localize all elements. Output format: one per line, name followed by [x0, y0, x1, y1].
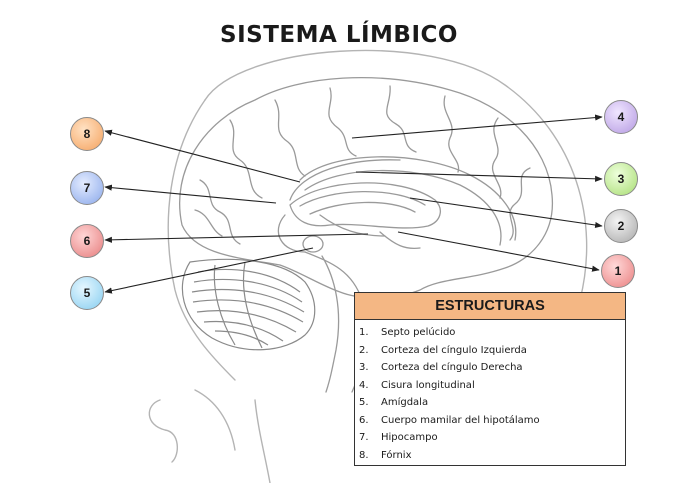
- marker-3: 3: [604, 162, 638, 196]
- legend-item-label: Corteza del cíngulo Izquierda: [381, 344, 527, 356]
- legend-item-number: 3.: [359, 362, 369, 373]
- diagram-title: SISTEMA LÍMBICO: [220, 22, 458, 48]
- legend-item-label: Cuerpo mamilar del hipotálamo: [381, 414, 540, 426]
- cerebellum: [181, 258, 316, 351]
- structures-legend: ESTRUCTURAS 1. Septo pelúcido 2. Corteza d…: [354, 292, 626, 466]
- legend-item: 2. Corteza del cíngulo Izquierda: [359, 342, 625, 360]
- leader-line-6: [104, 233, 369, 243]
- legend-item-label: Fórnix: [381, 449, 412, 461]
- legend-item-number: 8.: [359, 449, 369, 461]
- marker-6: 6: [70, 224, 104, 258]
- legend-item-number: 1.: [359, 327, 369, 338]
- legend-item-label: Corteza del cíngulo Derecha: [381, 362, 523, 373]
- legend-item-number: 4.: [359, 379, 369, 391]
- legend-item: 8. Fórnix: [359, 447, 625, 465]
- legend-item: 1. Septo pelúcido: [359, 324, 625, 342]
- legend-item: 4. Cisura longitudinal: [359, 377, 625, 395]
- leader-line-8: [104, 129, 301, 183]
- leader-line-1: [397, 231, 600, 272]
- leader-line-5: [104, 247, 314, 294]
- legend-item: 3. Corteza del cíngulo Derecha: [359, 359, 625, 377]
- marker-7: 7: [70, 171, 104, 205]
- face-outline: [167, 99, 236, 381]
- marker-1: 1: [601, 254, 635, 288]
- legend-item-label: Hipocampo: [381, 432, 438, 443]
- legend-heading: ESTRUCTURAS: [355, 293, 625, 320]
- marker-5: 5: [70, 276, 104, 310]
- leader-line-2: [409, 197, 603, 229]
- brain-outline: [178, 77, 554, 299]
- legend-item: 7. Hipocampo: [359, 429, 625, 447]
- legend-item-number: 6.: [359, 414, 369, 426]
- legend-item-number: 2.: [359, 344, 369, 356]
- leader-line-3: [355, 171, 603, 182]
- legend-item-number: 7.: [359, 432, 369, 443]
- leader-line-7: [104, 184, 277, 204]
- legend-item: 5. Amígdala: [359, 394, 625, 412]
- marker-2: 2: [604, 209, 638, 243]
- legend-item-label: Cisura longitudinal: [381, 379, 475, 391]
- legend-item-label: Amígdala: [381, 397, 429, 408]
- legend-list: 1. Septo pelúcido 2. Corteza del cíngulo I…: [355, 320, 625, 464]
- neck-outline: [254, 399, 271, 483]
- ear-outline: [148, 399, 178, 463]
- legend-item-label: Septo pelúcido: [381, 327, 456, 338]
- legend-item-number: 5.: [359, 397, 369, 408]
- leader-line-4: [351, 114, 603, 139]
- marker-8: 8: [70, 117, 104, 151]
- legend-item: 6. Cuerpo mamilar del hipotálamo: [359, 412, 625, 430]
- marker-4: 4: [604, 100, 638, 134]
